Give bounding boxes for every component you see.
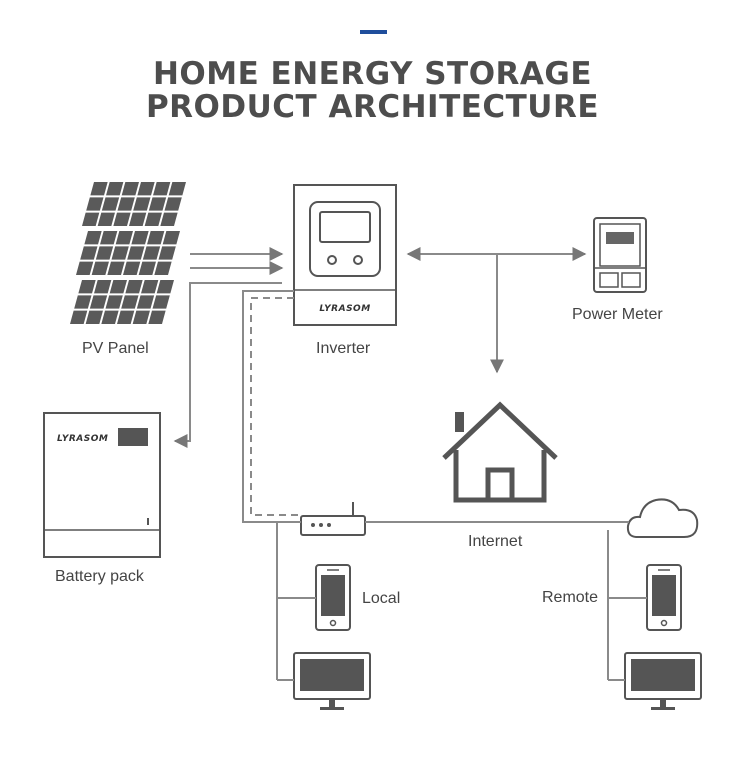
battery-pack-label: Battery pack xyxy=(55,568,144,585)
inverter-router-dashed-line xyxy=(250,297,301,516)
solar-cell xyxy=(123,261,141,275)
inverter-to-battery-arrow xyxy=(173,282,282,448)
solar-cell xyxy=(127,246,145,260)
solar-cell xyxy=(156,280,174,294)
solar-cell xyxy=(80,246,98,260)
solar-panel xyxy=(70,280,174,324)
solar-cell xyxy=(154,261,172,275)
solar-cell xyxy=(107,261,125,275)
solar-cell xyxy=(138,261,156,275)
solar-cell xyxy=(95,246,114,260)
solar-cell xyxy=(117,197,135,211)
solar-cell xyxy=(158,246,176,260)
solar-cell xyxy=(129,212,147,226)
solar-cell xyxy=(144,212,162,226)
solar-cell xyxy=(117,310,135,324)
battery-brand: LYRASOM xyxy=(57,434,108,444)
solar-cell xyxy=(84,231,102,245)
inverter-icon: LYRASOM xyxy=(293,184,397,326)
remote-label: Remote xyxy=(542,589,599,606)
solar-cell xyxy=(121,295,139,309)
solar-cell xyxy=(74,295,92,309)
battery-pack-icon: LYRASOM xyxy=(43,412,161,558)
solar-panel xyxy=(76,231,180,275)
inverter-label: Inverter xyxy=(316,340,371,357)
solar-cell xyxy=(142,246,161,260)
internet-label: Internet xyxy=(468,533,523,550)
solar-cell xyxy=(89,295,108,309)
router-icon xyxy=(300,502,366,536)
power-meter-label: Power Meter xyxy=(572,306,663,323)
power-meter-icon xyxy=(593,217,647,293)
solar-cell xyxy=(152,295,170,309)
battery-display xyxy=(118,428,148,446)
solar-panel xyxy=(82,182,186,226)
solar-cell xyxy=(101,197,120,211)
solar-cell xyxy=(90,182,108,196)
solar-cell xyxy=(70,310,88,324)
page-title: HOME ENERGY STORAGE PRODUCT ARCHITECTURE xyxy=(0,58,745,124)
solar-cell xyxy=(168,182,186,196)
solar-cell xyxy=(97,212,115,226)
solar-cell xyxy=(85,310,103,324)
accent-bar xyxy=(360,30,387,34)
solar-cell xyxy=(148,310,166,324)
solar-cell xyxy=(164,197,182,211)
solar-cell xyxy=(100,231,118,245)
solar-cell xyxy=(121,182,139,196)
solar-cell xyxy=(111,246,129,260)
solar-cell xyxy=(160,212,178,226)
solar-cell xyxy=(125,280,143,294)
solar-cell xyxy=(105,295,123,309)
pv-panel-icon xyxy=(70,182,186,324)
inverter-brand: LYRASOM xyxy=(319,304,370,314)
inverter-button xyxy=(327,255,337,265)
local-phone-icon xyxy=(315,564,351,631)
cloud-icon xyxy=(626,498,699,538)
solar-cell xyxy=(94,280,112,294)
title-line-2: PRODUCT ARCHITECTURE xyxy=(145,89,600,125)
solar-cell xyxy=(133,197,151,211)
solar-cell xyxy=(86,197,104,211)
solar-cell xyxy=(147,231,165,245)
local-label: Local xyxy=(362,590,401,607)
inverter-router-line xyxy=(242,290,301,523)
solar-cell xyxy=(131,231,149,245)
pv-panel-label: PV Panel xyxy=(82,340,149,357)
solar-cell xyxy=(132,310,150,324)
inverter-screen xyxy=(319,211,371,243)
solar-cell xyxy=(113,212,131,226)
solar-cell xyxy=(153,182,171,196)
connections xyxy=(173,247,647,681)
solar-cell xyxy=(136,295,155,309)
solar-cell xyxy=(91,261,109,275)
solar-cell xyxy=(78,280,96,294)
solar-cell xyxy=(148,197,167,211)
solar-cell xyxy=(76,261,94,275)
title-line-1: HOME ENERGY STORAGE xyxy=(152,56,593,92)
inverter-button xyxy=(353,255,363,265)
house-icon xyxy=(442,401,558,503)
solar-cell xyxy=(82,212,100,226)
solar-cell xyxy=(106,182,124,196)
remote-monitor-icon xyxy=(624,652,702,710)
remote-phone-icon xyxy=(646,564,682,631)
solar-cell xyxy=(162,231,180,245)
solar-cell xyxy=(137,182,155,196)
solar-cell xyxy=(141,280,159,294)
solar-cell xyxy=(101,310,119,324)
solar-cell xyxy=(109,280,127,294)
solar-cell xyxy=(115,231,133,245)
local-monitor-icon xyxy=(293,652,371,710)
